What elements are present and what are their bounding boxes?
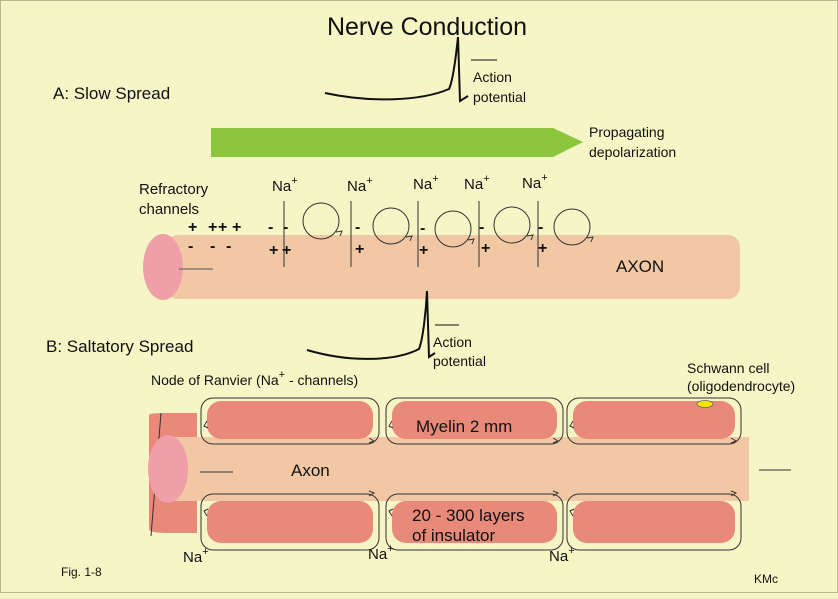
axon-a [143,234,740,300]
schwann-cell-label-line1: Schwann cell [687,360,770,376]
channels-a: ------++++++ [268,201,594,267]
schwann-cell-nucleus [696,400,714,408]
propagating-label-line1: Propagating [589,124,665,140]
figure-number: Fig. 1-8 [61,565,102,579]
myelin-segments [200,397,742,551]
myelin-sheath-bottom [573,501,735,543]
na-label: Na+ [549,545,575,565]
propagation-arrow [211,128,583,157]
layers-label-line1: 20 - 300 layers [412,506,524,525]
minus-sign: - [188,238,193,255]
plus-sign: + [355,241,364,258]
myelin-sheath-bottom [207,501,373,543]
action-potential-waveform-b [306,290,459,360]
current-arrowhead [552,490,560,497]
refractory-label-line1: Refractory [139,181,209,198]
loop-arrowhead [586,236,594,243]
action-potential-label-b-line1: Action [433,334,472,350]
minus-sign: - [479,219,484,236]
author-initials: KMc [754,572,778,586]
na-label: Na+ [413,173,439,193]
plus-sign: + [208,219,217,236]
myelin-outline-top [385,397,564,445]
section-a-heading: A: Slow Spread [53,84,170,103]
minus-sign: - [355,219,360,236]
current-arrowhead [569,508,575,517]
current-loop [434,210,472,248]
plus-sign: + [282,242,291,259]
myelin-sheath-bottom [392,501,557,543]
myelin-outline-bottom [566,493,742,551]
plus-sign: + [481,240,490,257]
minus-sign: - [268,219,273,236]
figure-title: Nerve Conduction [327,13,527,41]
na-label: Na+ [272,175,298,195]
axon-label-a: AXON [616,257,664,276]
sodium-labels-b: Na+ Na+ Na+ [183,543,575,566]
na-label: Na+ [183,546,209,566]
current-loop [553,208,591,246]
current-arrowhead [368,490,376,497]
na-label: Na+ [368,543,394,563]
myelin-outline-top [200,397,380,445]
layers-label-line2: of insulator [412,526,495,545]
current-loop [302,202,340,240]
myelin-outline-top [566,397,742,445]
myelin-sheath-top [392,401,557,439]
current-arrowhead [730,437,738,444]
plus-sign: + [419,242,428,259]
refractory-label-line2: channels [139,201,199,218]
loop-arrowhead [405,235,413,242]
node-of-ranvier-label: Node of Ranvier (Na+ - channels) [151,369,358,388]
current-arrowhead [552,437,560,444]
current-loop [493,206,531,244]
action-potential-waveform-a [324,36,497,103]
current-arrowhead [388,508,394,517]
plus-sign: + [188,219,197,236]
current-arrowhead [203,508,209,517]
plus-sign: + [232,219,241,236]
axon-label-b: Axon [291,461,330,480]
plus-sign: + [538,240,547,257]
current-loop [372,207,410,245]
plus-sign: + [218,219,227,236]
plus-sign: + [269,242,278,259]
axon-b [169,437,749,501]
minus-sign: - [283,219,288,236]
minus-sign: - [538,219,543,236]
section-b-heading: B: Saltatory Spread [46,337,193,356]
current-arrowhead [388,420,394,429]
action-potential-label-a-line2: potential [473,89,526,105]
loop-arrowhead [335,230,343,237]
myelin-outline-bottom [385,493,564,551]
propagating-label-line2: depolarization [589,144,676,160]
na-label: Na+ [347,175,373,195]
na-label: Na+ [522,172,548,192]
minus-sign: - [210,238,215,255]
action-potential-label-b-line2: potential [433,353,486,369]
action-potential-label-a-line1: Action [473,69,512,85]
myelin-sheath-top [207,401,373,439]
myelin-sheath-top [573,401,735,439]
myelin-label: Myelin 2 mm [416,417,512,436]
loop-arrowhead [526,234,534,241]
na-label: Na+ [464,173,490,193]
current-arrowhead [569,420,575,429]
schwann-cell-label-line2: (oligodendrocyte) [687,378,795,394]
minus-sign: - [420,220,425,237]
current-arrowhead [730,490,738,497]
axon-b-cross-section [148,435,188,503]
current-arrowhead [368,437,376,444]
minus-sign: - [226,238,231,255]
myelin-outline-bottom [200,493,380,551]
current-arrowhead [203,420,209,429]
sodium-labels-a: Na+ Na+ Na+ Na+ Na+ [272,172,548,195]
refractory-signs: + + + + - - - [188,219,241,255]
loop-arrowhead [467,238,475,245]
